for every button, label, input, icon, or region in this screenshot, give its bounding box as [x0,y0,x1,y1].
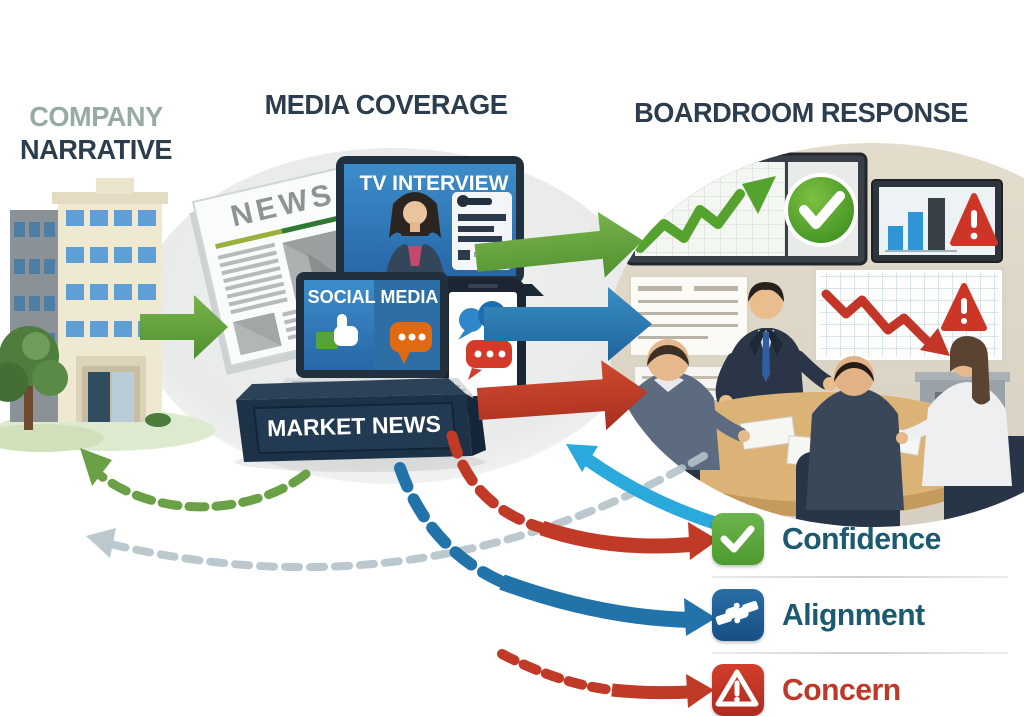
attendee-center [796,356,904,527]
outcome-row-concern: Concern [712,663,1022,716]
company-heading-line2: NARRATIVE [19,134,173,165]
handshake-icon [712,589,764,641]
social-media-label: SOCIAL MEDIA [307,287,439,307]
legend-divider [712,576,1008,578]
arrow-media-neutral [484,287,652,361]
media-coverage-heading: MEDIA COVERAGE [264,89,508,120]
arrow-to-alignment [394,462,716,636]
feedback-arrow-gray [86,452,708,572]
legend-divider [712,652,1008,654]
bar-chart-monitor [871,179,1003,263]
outcome-row-alignment: Alignment [712,588,1022,642]
market-news-label: MARKET NEWS [266,410,442,442]
company-building-illustration [0,178,215,452]
outcome-label: Concern [782,672,901,707]
arrow-to-confidence [446,430,718,560]
arrow-company-to-media [140,295,228,359]
arrow-media-negative [476,360,648,431]
growth-chart-monitor [624,152,868,266]
decline-chart-whiteboard [812,266,1006,364]
tv-interview-label: TV INTERVIEW [359,172,509,195]
outcome-row-confidence: Confidence [712,512,1022,566]
warning-icon [712,664,764,716]
arrow-to-concern [497,649,714,708]
company-heading-line1: COMPANY [29,101,163,132]
boardroom-response-heading: BOARDROOM RESPONSE [634,97,968,128]
outcome-label: Alignment [782,597,925,632]
company-narrative-heading: COMPANY NARRATIVE [11,100,182,166]
arrow-media-positive [474,212,644,278]
outcome-label: Confidence [782,521,941,556]
check-icon [712,513,764,565]
feedback-arrow-green [80,448,311,512]
boardroom-scene [608,143,1024,527]
market-news-desk-illustration [235,378,486,472]
arrow-boardroom-feedback-cyan [566,444,725,531]
